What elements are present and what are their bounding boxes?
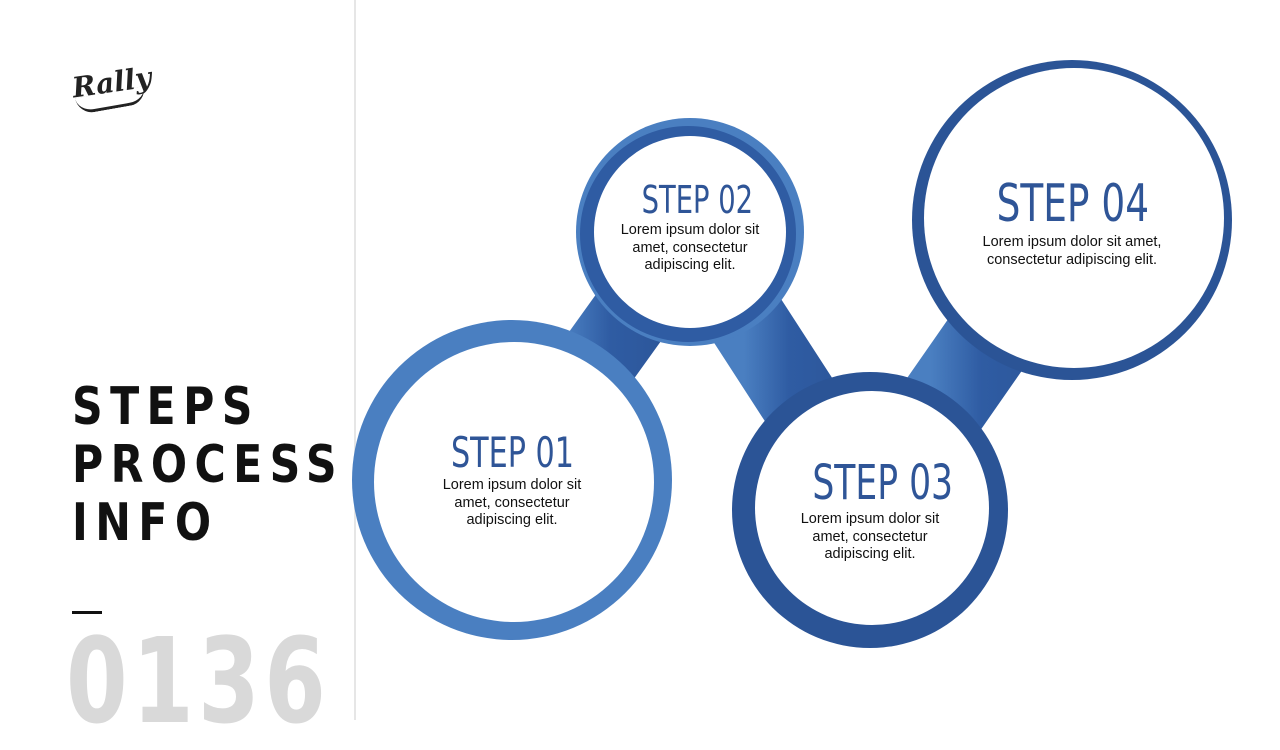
panel-divider bbox=[354, 0, 356, 720]
step-title: STEP 01 bbox=[450, 428, 575, 477]
step-02: STEP 02 Lorem ipsum dolor sit amet, cons… bbox=[620, 178, 760, 275]
step-03: STEP 03 Lorem ipsum dolor sit amet, cons… bbox=[785, 455, 955, 564]
step-01: STEP 01 Lorem ipsum dolor sit amet, cons… bbox=[427, 428, 597, 530]
step-01-center bbox=[374, 342, 654, 622]
step-text: Lorem ipsum dolor sit amet, consectetur … bbox=[800, 511, 940, 562]
title-dash bbox=[72, 611, 102, 614]
step-text: Lorem ipsum dolor sit amet, consectetur … bbox=[620, 222, 760, 273]
step-text: Lorem ipsum dolor sit amet, consectetur … bbox=[982, 234, 1162, 268]
steps-diagram bbox=[352, 60, 1232, 648]
slide-title: STEPS PROCESS INFO bbox=[72, 378, 344, 552]
title-line: PROCESS bbox=[72, 435, 344, 495]
step-04: STEP 04 Lorem ipsum dolor sit amet, cons… bbox=[967, 174, 1177, 269]
step-text: Lorem ipsum dolor sit amet, consectetur … bbox=[442, 477, 582, 528]
title-line: STEPS bbox=[72, 377, 260, 437]
step-03-center bbox=[755, 391, 989, 625]
step-04-center bbox=[924, 68, 1224, 368]
step-title: STEP 02 bbox=[641, 178, 754, 222]
step-02-center bbox=[594, 136, 786, 328]
title-line: INFO bbox=[72, 493, 219, 553]
step-title: STEP 04 bbox=[996, 174, 1150, 234]
step-title: STEP 03 bbox=[812, 455, 954, 511]
